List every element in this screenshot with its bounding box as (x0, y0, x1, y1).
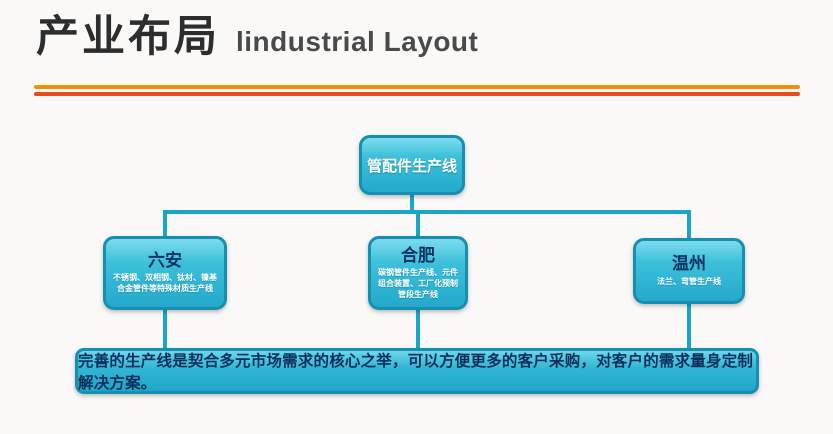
node-luan: 六安 不锈钢、双相钢、钛材、镍基合金管件等特殊材质生产线 (103, 236, 227, 310)
node-luan-name: 六安 (148, 250, 182, 270)
node-wenzhou-name: 温州 (672, 254, 706, 274)
title-rule-red (34, 92, 800, 96)
node-hefei: 合肥 碳钢管件生产线、元件组合装置、工厂化预制管段生产线 (368, 236, 468, 310)
node-luan-desc: 不锈钢、双相钢、钛材、镍基合金管件等特殊材质生产线 (113, 273, 217, 294)
page-title-english: lindustrial Layout (236, 26, 479, 57)
connector-root-stub (410, 192, 414, 214)
connector-wenzhou-stub (687, 210, 691, 242)
node-wenzhou-desc: 法兰、弯管生产线 (657, 276, 721, 286)
page-title-chinese: 产业布局 (36, 13, 220, 61)
connector-hefei-footer (416, 305, 420, 350)
page-title: 产业布局 lindustrial Layout (36, 13, 479, 61)
connector-wenzhou-footer (687, 300, 691, 350)
node-wenzhou: 温州 法兰、弯管生产线 (633, 238, 745, 304)
node-hefei-desc: 碳钢管件生产线、元件组合装置、工厂化预制管段生产线 (378, 268, 458, 299)
summary-bar: 完善的生产线是契合多元市场需求的核心之举，可以方便更多的客户采购，对客户的需求量… (75, 348, 759, 394)
root-node-label: 管配件生产线 (366, 157, 457, 175)
summary-text: 完善的生产线是契合多元市场需求的核心之举，可以方便更多的客户采购，对客户的需求量… (78, 353, 754, 392)
connector-hefei-stub (416, 210, 420, 240)
connector-luan-stub (163, 210, 167, 240)
connector-luan-footer (163, 305, 167, 350)
connector-horizontal-bar (163, 210, 691, 214)
title-rule-orange (34, 85, 800, 89)
node-hefei-name: 合肥 (401, 245, 435, 265)
root-node-pipe-fittings-line: 管配件生产线 (359, 135, 465, 195)
